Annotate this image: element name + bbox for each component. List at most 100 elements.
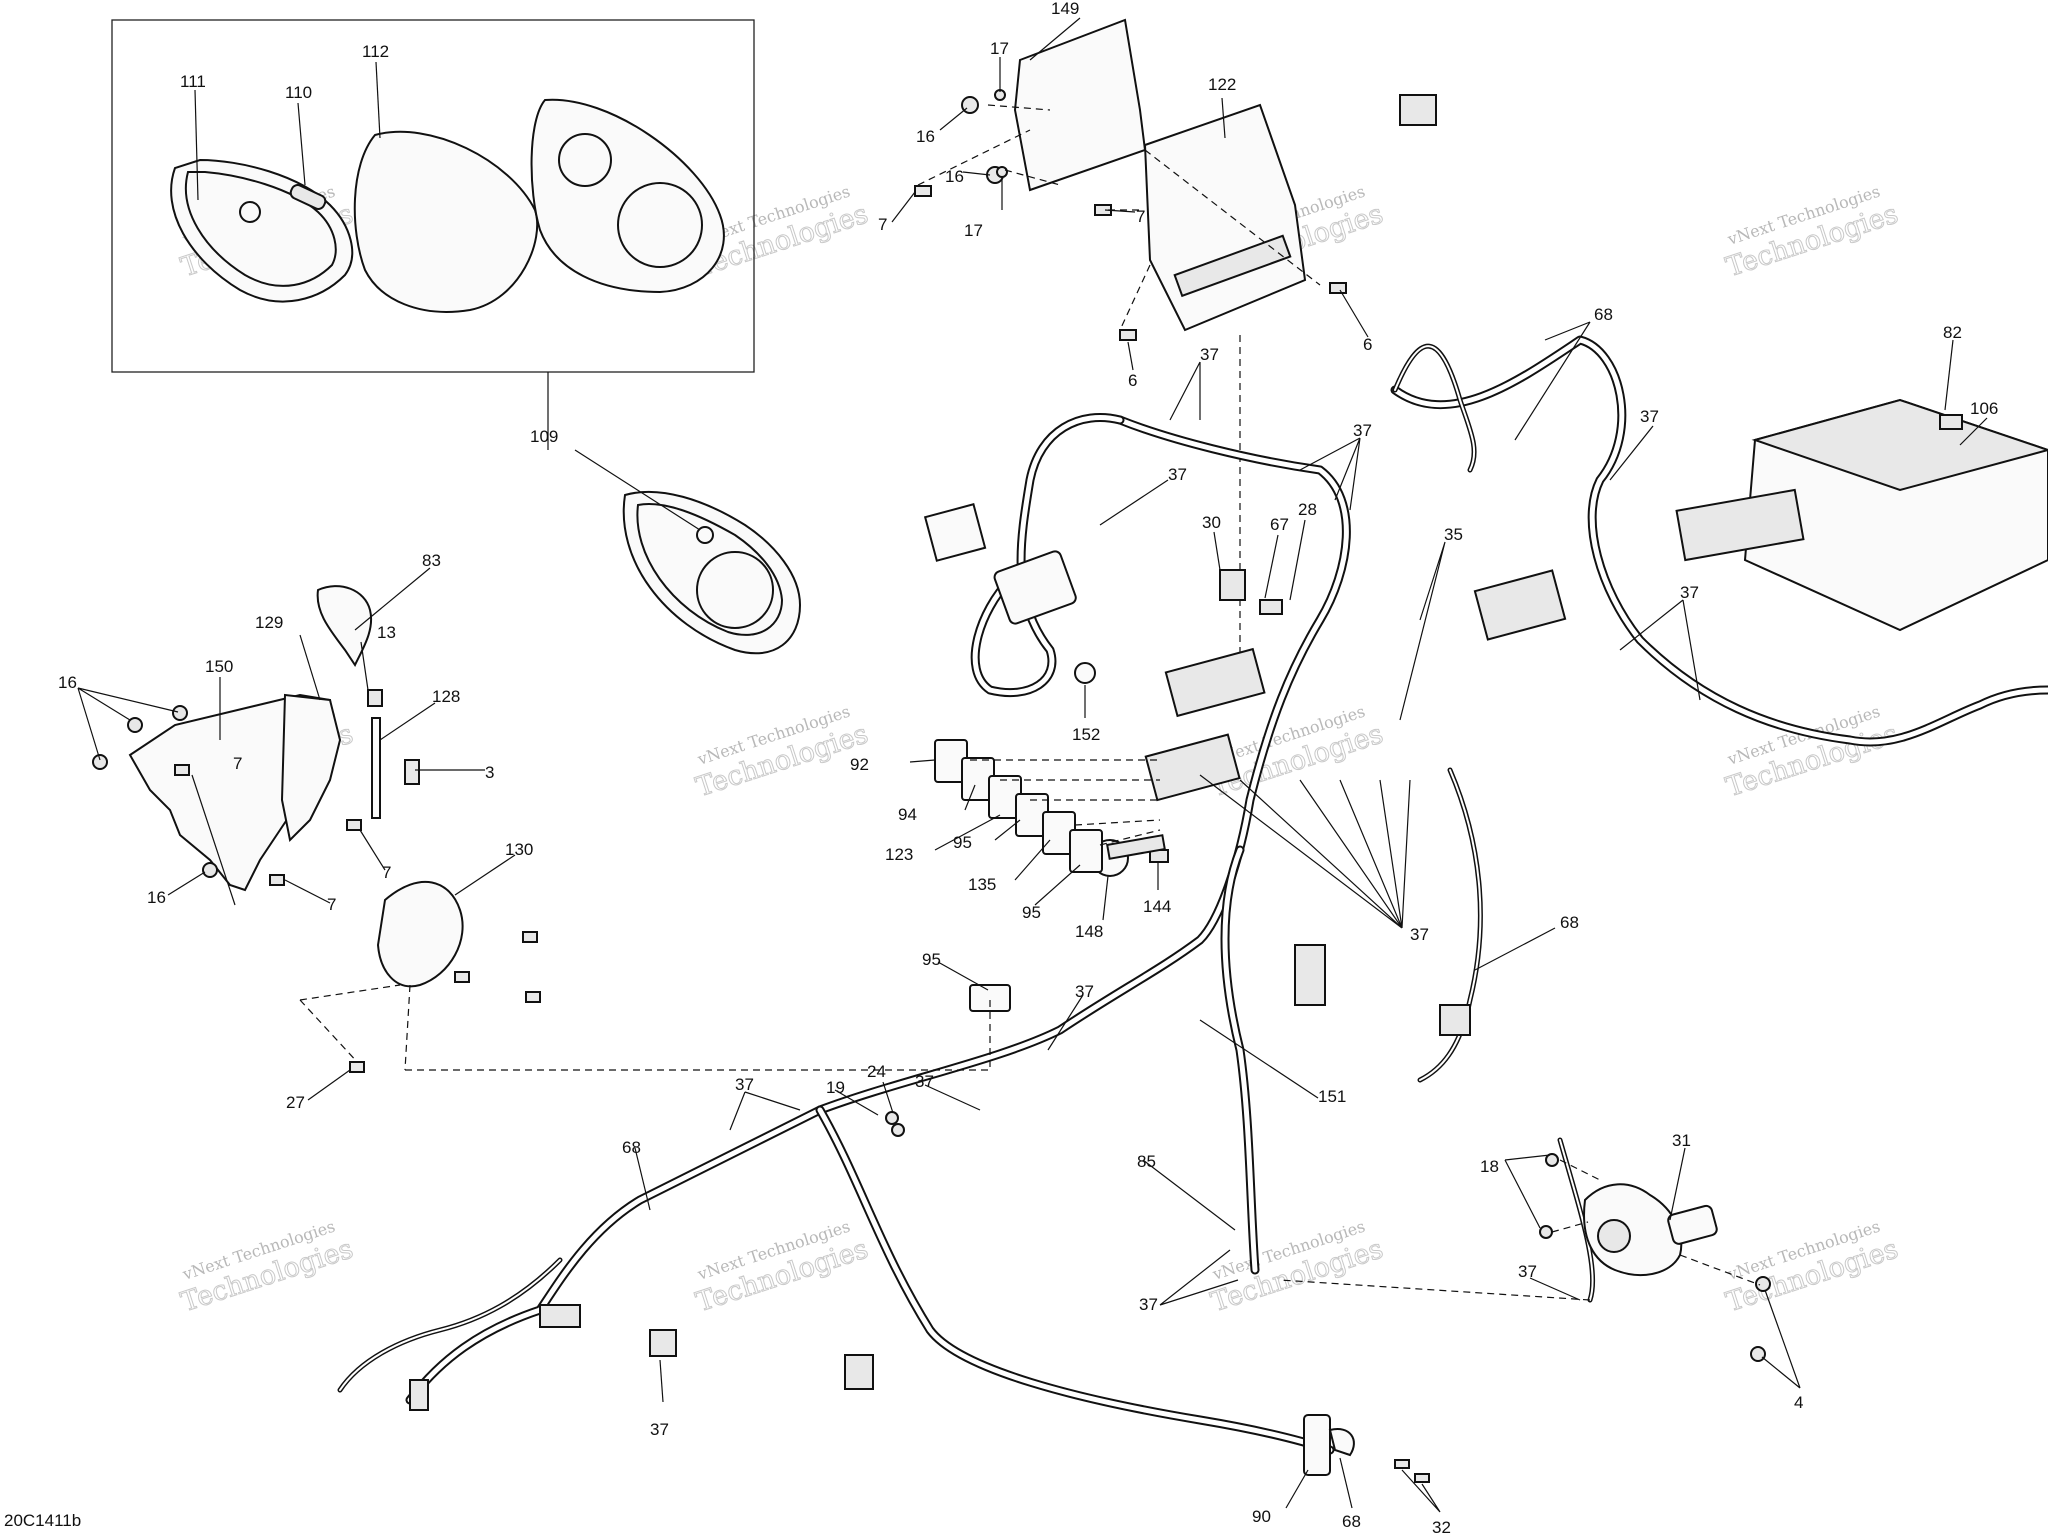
callout-32: 32 [1432, 1518, 1451, 1536]
screw-7e [174, 764, 190, 776]
callout-123: 123 [885, 845, 913, 864]
callout-151: 151 [1318, 1087, 1346, 1106]
callout-35: 35 [1444, 525, 1463, 544]
bracket-149 [1013, 18, 1147, 192]
callout-37: 37 [1139, 1295, 1158, 1314]
nut-19 [885, 1111, 899, 1125]
connectors [409, 94, 1567, 1411]
callout-6: 6 [1363, 335, 1372, 354]
watermark: vNext Technologies Technologies [177, 1217, 358, 1319]
screw-7c [346, 819, 362, 831]
ecm-assembly [914, 18, 1347, 680]
inset-frame [111, 19, 755, 373]
sensor-90 [1303, 1414, 1430, 1483]
harness-trunk-core [407, 417, 1349, 1403]
callout-17: 17 [990, 39, 1009, 58]
callout-112: 112 [362, 42, 389, 61]
callout-130: 130 [505, 840, 533, 859]
gauge-109-dial [696, 551, 774, 629]
callout-37: 37 [1353, 421, 1372, 440]
callout-135: 135 [968, 875, 996, 894]
callout-109: 109 [530, 427, 558, 446]
callout-68: 68 [1560, 913, 1579, 932]
callout-111: 111 [180, 72, 206, 91]
connector-30 [1219, 569, 1246, 601]
callout-95: 95 [1022, 903, 1041, 922]
washer-24 [891, 1123, 905, 1137]
motor-31-body [1583, 1183, 1683, 1276]
callout-27: 27 [286, 1093, 305, 1112]
ecm-connector [1173, 234, 1292, 298]
connector-144 [1106, 834, 1166, 860]
harness-branch-right-core [1392, 337, 2048, 745]
gauge-109-button [696, 526, 714, 544]
nut-13 [367, 689, 383, 707]
washer-17b [996, 166, 1008, 178]
callout-37: 37 [1640, 407, 1659, 426]
callout-37: 37 [1075, 982, 1094, 1001]
module-106 [1675, 398, 2048, 632]
callout-7: 7 [382, 863, 391, 882]
switch-bank [934, 739, 1161, 1012]
harness-branch-down-core [1222, 847, 1258, 1273]
connector-right-low [1439, 1004, 1471, 1036]
sensor-90-clip [1328, 1428, 1355, 1457]
nut-4b [1750, 1346, 1766, 1362]
callout-37: 37 [1168, 465, 1187, 484]
relay-bank [1144, 733, 1241, 802]
switch-95c [969, 984, 1011, 1012]
junction-box [993, 550, 1077, 625]
callout-95: 95 [953, 833, 972, 852]
sensor-152 [1074, 662, 1096, 684]
callout-122: 122 [1208, 75, 1236, 94]
connector-28 [1259, 599, 1283, 615]
wire-68-right-core [1419, 769, 1482, 1081]
bracket-129 [280, 693, 342, 843]
ecm-122 [1143, 103, 1307, 332]
motor-31 [1279, 1153, 1771, 1362]
callout-128: 128 [432, 687, 460, 706]
nut-16f [202, 862, 218, 878]
watermark: vNext Technologies Technologies [692, 1217, 873, 1319]
callout-7: 7 [233, 754, 242, 773]
pedal-dash-lines [299, 984, 991, 1071]
watermark: vNext Technologies Technologies [692, 702, 873, 804]
callout-106: 106 [1970, 399, 1998, 418]
sensor-130 [376, 881, 464, 988]
callout-24: 24 [867, 1062, 886, 1081]
leader-lines [77, 17, 1988, 1513]
harness-branch-ground-core [817, 1107, 1333, 1453]
fuse-block [1164, 647, 1266, 718]
watermark: vNext Technologies Technologies [1207, 1217, 1388, 1319]
module-106-top [1751, 398, 2048, 492]
callout-4: 4 [1794, 1393, 1803, 1412]
wire-left-end-core [339, 1259, 561, 1391]
screw-27 [349, 1061, 365, 1073]
gauge-knob [289, 184, 327, 210]
callout-31: 31 [1672, 1131, 1691, 1150]
rod-128 [371, 717, 381, 819]
callout-16: 16 [916, 127, 935, 146]
callout-37: 37 [735, 1075, 754, 1094]
screw-32a [1394, 1459, 1410, 1469]
callout-150: 150 [205, 657, 233, 676]
callout-7: 7 [1136, 207, 1145, 226]
callout-37: 37 [1410, 925, 1429, 944]
screw-6a [1329, 282, 1347, 294]
pedal-assembly [128, 585, 991, 1071]
callout-67: 67 [1270, 515, 1289, 534]
callout-83: 83 [422, 551, 441, 570]
clip-82 [1939, 414, 1963, 430]
gauge-housing [530, 98, 725, 294]
watermark: vNext Technologies Technologies [1722, 1217, 1903, 1319]
connector-35 [1473, 569, 1567, 641]
connector-center [1294, 944, 1326, 1006]
switch-dash-lines [970, 759, 1161, 846]
nut-16c [172, 705, 188, 721]
knob-83 [316, 585, 373, 668]
callout-16: 16 [58, 673, 77, 692]
callout-95: 95 [922, 950, 941, 969]
bolt-3 [404, 759, 420, 785]
callout-28: 28 [1298, 500, 1317, 519]
callout-6: 6 [1128, 371, 1137, 390]
